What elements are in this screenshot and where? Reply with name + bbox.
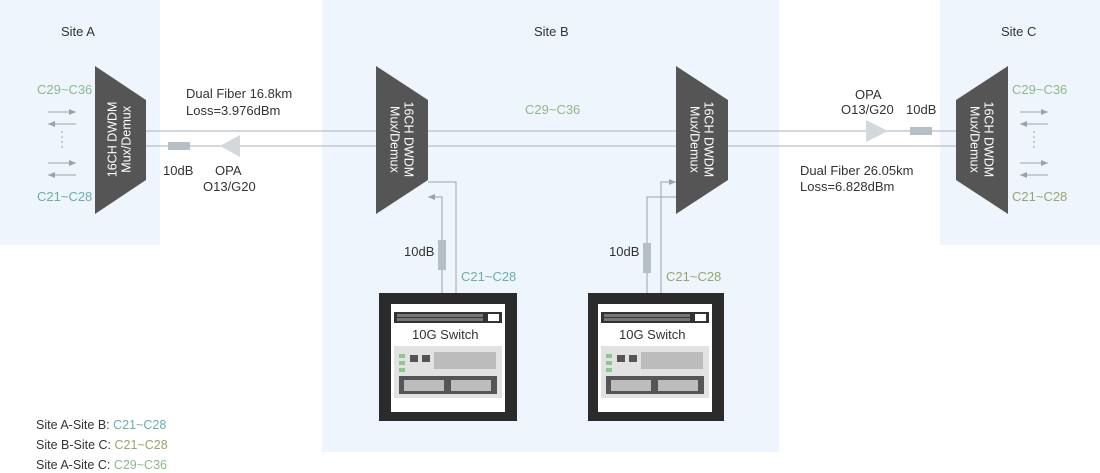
link-ab-amp-model: O13/G20 <box>203 179 256 194</box>
mux-site-a <box>95 66 146 214</box>
site-a-title: Site A <box>61 24 95 39</box>
site-b-title: Site B <box>534 24 569 39</box>
drop-fiber-switch-1 <box>428 181 459 310</box>
site-c-bottom-channels: C21~C28 <box>1012 189 1068 204</box>
switch-1-channels: C21~C28 <box>461 269 517 284</box>
link-ab-loss: Loss=3.976dBm <box>186 103 281 118</box>
switch-1-attenuator: 10dB <box>404 244 435 259</box>
site-c-arrows <box>1020 109 1048 178</box>
link-bc-attenuator: 10dB <box>906 102 937 117</box>
amplifier-ab <box>220 135 240 157</box>
attenuator-switch-2 <box>643 243 651 273</box>
link-bc-amp-model: O13/G20 <box>841 102 894 117</box>
site-c-title: Site C <box>1001 24 1037 39</box>
site-a-top-channels: C29~C36 <box>37 82 93 97</box>
amplifier-bc <box>866 120 888 142</box>
attenuator-ab <box>168 142 190 150</box>
legend-ab-value: C21~C28 <box>113 418 167 432</box>
site-a-arrows <box>48 109 76 178</box>
legend-row-ac: Site A-Site C: C29~C36 <box>36 458 167 472</box>
link-ab-attenuator: 10dB <box>163 163 194 178</box>
site-b-mid-channels: C29~C36 <box>525 102 581 117</box>
switch-2-attenuator: 10dB <box>609 244 640 259</box>
fiber-lines <box>146 130 956 147</box>
switch-2-label: 10G Switch <box>619 327 686 342</box>
legend-row-ab: Site A-Site B: C21~C28 <box>36 418 166 432</box>
switch-2-channels: C21~C28 <box>666 269 722 284</box>
site-c-top-channels: C29~C36 <box>1012 82 1068 97</box>
attenuator-bc <box>910 127 932 135</box>
link-bc-amp-name: OPA <box>855 87 882 102</box>
drop-fiber-switch-2 <box>644 179 676 310</box>
mux-site-b-left <box>376 66 428 214</box>
legend-ac-label: Site A-Site C: <box>36 458 114 472</box>
switch-2 <box>588 293 724 421</box>
switch-1-label: 10G Switch <box>412 327 479 342</box>
attenuator-switch-1 <box>438 240 446 270</box>
link-bc-loss: Loss=6.828dBm <box>800 179 895 194</box>
legend-ab-label: Site A-Site B: <box>36 418 114 432</box>
mux-site-c <box>956 66 1008 214</box>
legend-bc-value: C21~C28 <box>114 438 168 452</box>
legend-ac-value: C29~C36 <box>113 458 167 472</box>
site-a-bottom-channels: C21~C28 <box>37 189 93 204</box>
link-ab-amp-name: OPA <box>215 163 242 178</box>
switch-1 <box>379 293 517 421</box>
legend-row-bc: Site B-Site C: C21~C28 <box>36 438 168 452</box>
legend-bc-label: Site B-Site C: <box>36 438 115 452</box>
link-bc-fiber: Dual Fiber 26.05km <box>800 163 914 178</box>
mux-site-b-right <box>676 66 728 214</box>
link-ab-fiber: Dual Fiber 16.8km <box>186 86 293 101</box>
